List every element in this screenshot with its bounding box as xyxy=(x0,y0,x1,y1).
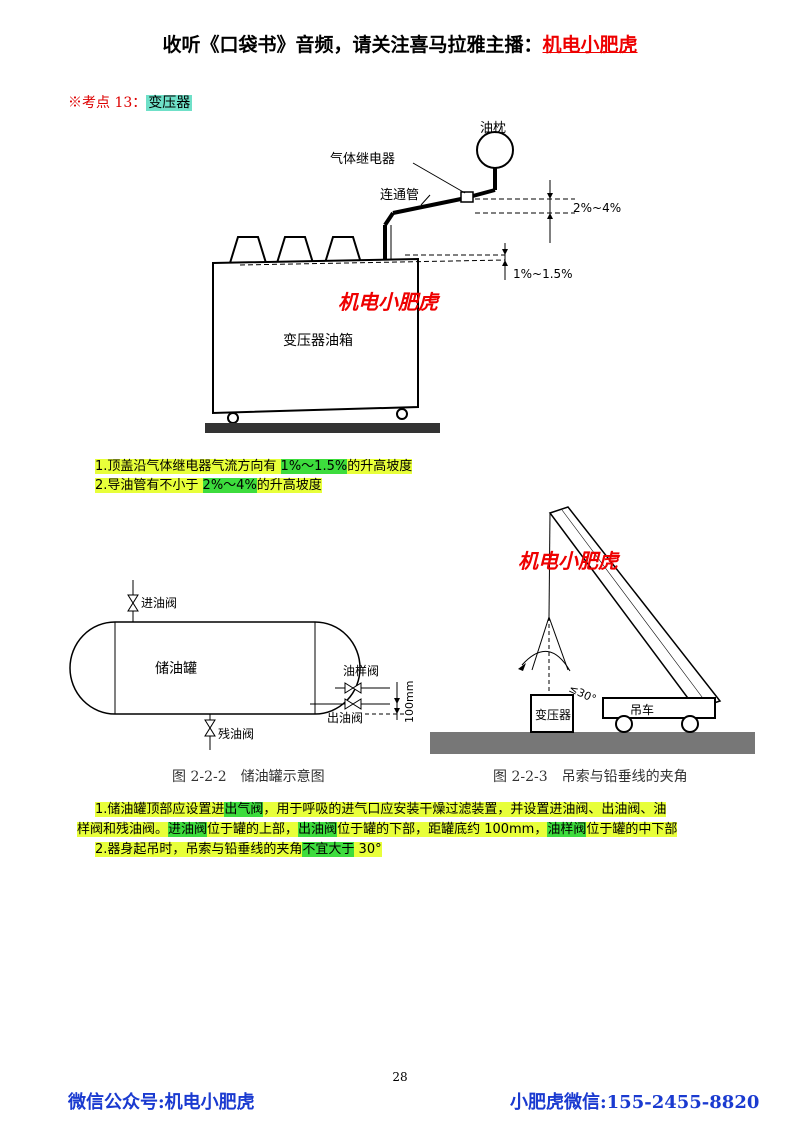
inlet-valve-label: 进油阀 xyxy=(141,596,177,610)
transformer-label: 变压器 xyxy=(535,707,571,722)
crane-truck-shape xyxy=(602,697,716,719)
outlet-valve-label: 出油阀 xyxy=(327,711,363,725)
distance-label: 100mm xyxy=(403,681,416,723)
transformer-tank-shape xyxy=(212,257,419,415)
transformer-box-shape xyxy=(530,694,574,733)
fig2-caption: 图 2-2-2 储油罐示意图 xyxy=(172,769,325,785)
footer-phone-number: 155-2455-8820 xyxy=(606,1092,760,1113)
slope-upper-label: 2%~4% xyxy=(573,201,621,215)
fig3-caption: 图 2-2-3 吊索与铅垂线的夹角 xyxy=(493,769,688,785)
gas-relay-label: 气体继电器 xyxy=(330,151,395,167)
para-line-1: 1.储油罐顶部应设置进出气阀，用于呼吸的进气口应安装干燥过滤装置，并设置进油阀、… xyxy=(95,802,667,817)
crane-label: 吊车 xyxy=(630,702,654,717)
notes-oil-tank: 1.储油罐顶部应设置进出气阀，用于呼吸的进气口应安装干燥过滤装置，并设置进油阀、… xyxy=(77,800,745,860)
watermark-2: 机电小肥虎 xyxy=(518,549,618,573)
slope-lower-label: 1%~1.5% xyxy=(513,267,573,281)
oil-tank-figure: 进油阀 残油阀 油样阀 出油阀 100mm 储油罐 xyxy=(69,580,416,750)
page-number: 28 xyxy=(392,1070,408,1084)
crane-figure: 变压器 吊车 ≤30° xyxy=(430,506,755,754)
note-1: 1.顶盖沿气体继电器气流方向有 1%～1.5%的升高坡度 xyxy=(95,459,413,474)
transformer-figure: 油枕 气体继电器 连通管 2%~4% 1%~1.5% 变压器油箱 xyxy=(205,121,621,433)
oil-pillow-shape xyxy=(476,131,514,169)
ground-shape xyxy=(430,732,755,754)
header-brand-link[interactable]: 机电小肥虎 xyxy=(542,34,638,56)
notes-transformer: 1.顶盖沿气体继电器气流方向有 1%～1.5%的升高坡度 2.导油管有不小于 2… xyxy=(95,457,413,495)
storage-tank-shape xyxy=(69,621,361,715)
para-line-2: 样阀和残油阀。进油阀位于罐的上部，出油阀位于罐的下部，距罐底约 100mm，油样… xyxy=(77,822,678,837)
sample-valve-label: 油样阀 xyxy=(343,663,379,678)
pipe-label: 连通管 xyxy=(380,187,419,203)
gas-relay-shape xyxy=(460,191,474,203)
tank-label: 变压器油箱 xyxy=(283,333,353,349)
drain-valve-label: 残油阀 xyxy=(218,727,254,741)
note-2: 2.导油管有不小于 2%～4%的升高坡度 xyxy=(95,478,322,493)
page-header: 收听《口袋书》音频，请关注喜马拉雅主播：机电小肥虎 xyxy=(0,30,800,57)
oil-pillow-label: 油枕 xyxy=(480,121,506,136)
storage-tank-label: 储油罐 xyxy=(155,661,197,677)
para-line-3: 2.器身起吊时，吊索与铅垂线的夹角不宜大于 30° xyxy=(95,842,382,857)
watermark-1: 机电小肥虎 xyxy=(338,290,438,314)
kaodian-label: ※考点 13： xyxy=(68,95,147,111)
header-prefix: 收听《口袋书》音频，请关注喜马拉雅主播： xyxy=(162,34,543,56)
footer-wechat-contact: 小肥虎微信:155-2455-8820 xyxy=(510,1088,759,1114)
footer-contact-label: 小肥虎微信: xyxy=(510,1092,607,1113)
kaodian-topic: 变压器 xyxy=(146,95,193,111)
footer-wechat-account: 微信公众号:机电小肥虎 xyxy=(68,1092,255,1113)
kaodian-heading: ※考点 13：变压器 xyxy=(68,92,193,112)
